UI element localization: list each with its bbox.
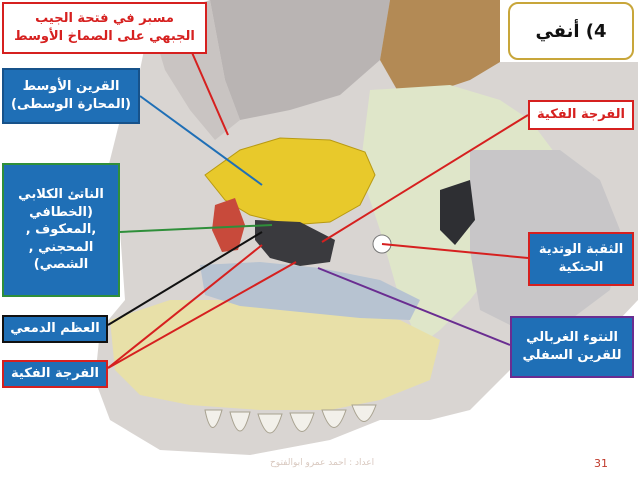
watermark: اعداد : احمد عمرو ابوالفتوح — [270, 458, 375, 468]
maxillary-hiatus-dark — [255, 220, 335, 266]
inferior-concha — [200, 262, 420, 320]
middle-concha — [204, 137, 376, 226]
label-line: القرين الأوسط — [22, 79, 120, 95]
pointer-middle-concha — [139, 95, 263, 186]
label-hamular-process: الناتئ الكلابي (الخطافي ,المعكوف , المحج… — [2, 163, 120, 297]
label-line: الجبهي على الصماخ الأوسط — [14, 29, 195, 44]
label-line: الناتئ الكلابي — [18, 187, 104, 203]
pointer-hiatus-left-a — [107, 244, 263, 369]
label-middle-concha: القرين الأوسط (المحارة الوسطى) — [2, 68, 140, 124]
label-line: النتوء الغربالي — [526, 330, 618, 346]
pointer-lacrimal — [107, 231, 263, 326]
label-line: الفرجة الفكية — [11, 366, 100, 382]
label-line: (الخطافي — [29, 204, 93, 220]
pointer-sinus-drain — [189, 47, 229, 136]
page-number: 31 — [594, 457, 608, 470]
label-sphenopalatine-foramen: الثقبة الوتدية الحنكية — [528, 232, 634, 286]
label-maxillary-hiatus-right: الفرجة الفكية — [528, 100, 634, 130]
slide-title: 4) أنفي — [508, 2, 634, 60]
label-ethmoidal-process: النتوء الغربالي للقرين السفلي — [510, 316, 634, 378]
label-line: مسبر في فتحة الجيب — [35, 11, 174, 27]
label-line: الحنكية — [558, 260, 604, 275]
pointer-ethmoidal-process — [317, 267, 511, 346]
label-line: الشصي) — [33, 257, 89, 273]
label-line: المحجني , — [28, 239, 94, 255]
frontal-bone — [210, 0, 390, 120]
pointer-hamular — [119, 224, 273, 233]
upper-bone-brown — [380, 0, 500, 95]
maxilla-lower — [110, 300, 440, 410]
pointer-sphenopalatine — [381, 243, 529, 259]
label-line: الفرجة الفكية — [537, 107, 626, 123]
label-lacrimal-bone: العظم الدمعي — [2, 315, 108, 343]
pointer-hiatus-right — [321, 114, 529, 243]
label-line: العظم الدمعي — [10, 321, 100, 337]
label-maxillary-hiatus-left: الفرجة الفكية — [2, 360, 108, 388]
label-line: (المحارة الوسطى) — [11, 97, 131, 112]
label-line: الثقبة الوتدية — [538, 242, 624, 258]
teeth — [204, 404, 377, 434]
label-line: للقرين السفلي — [522, 348, 622, 363]
pterygoid-cavity — [440, 180, 475, 245]
label-sinus-drain: مسبر في فتحة الجيب الجبهي على الصماخ الأ… — [2, 2, 207, 54]
slide-title-text: 4) أنفي — [535, 20, 607, 42]
pointer-hiatus-left-b — [107, 261, 297, 369]
label-line: ,المعكوف , — [25, 222, 97, 238]
lacrimal-area — [212, 198, 245, 252]
